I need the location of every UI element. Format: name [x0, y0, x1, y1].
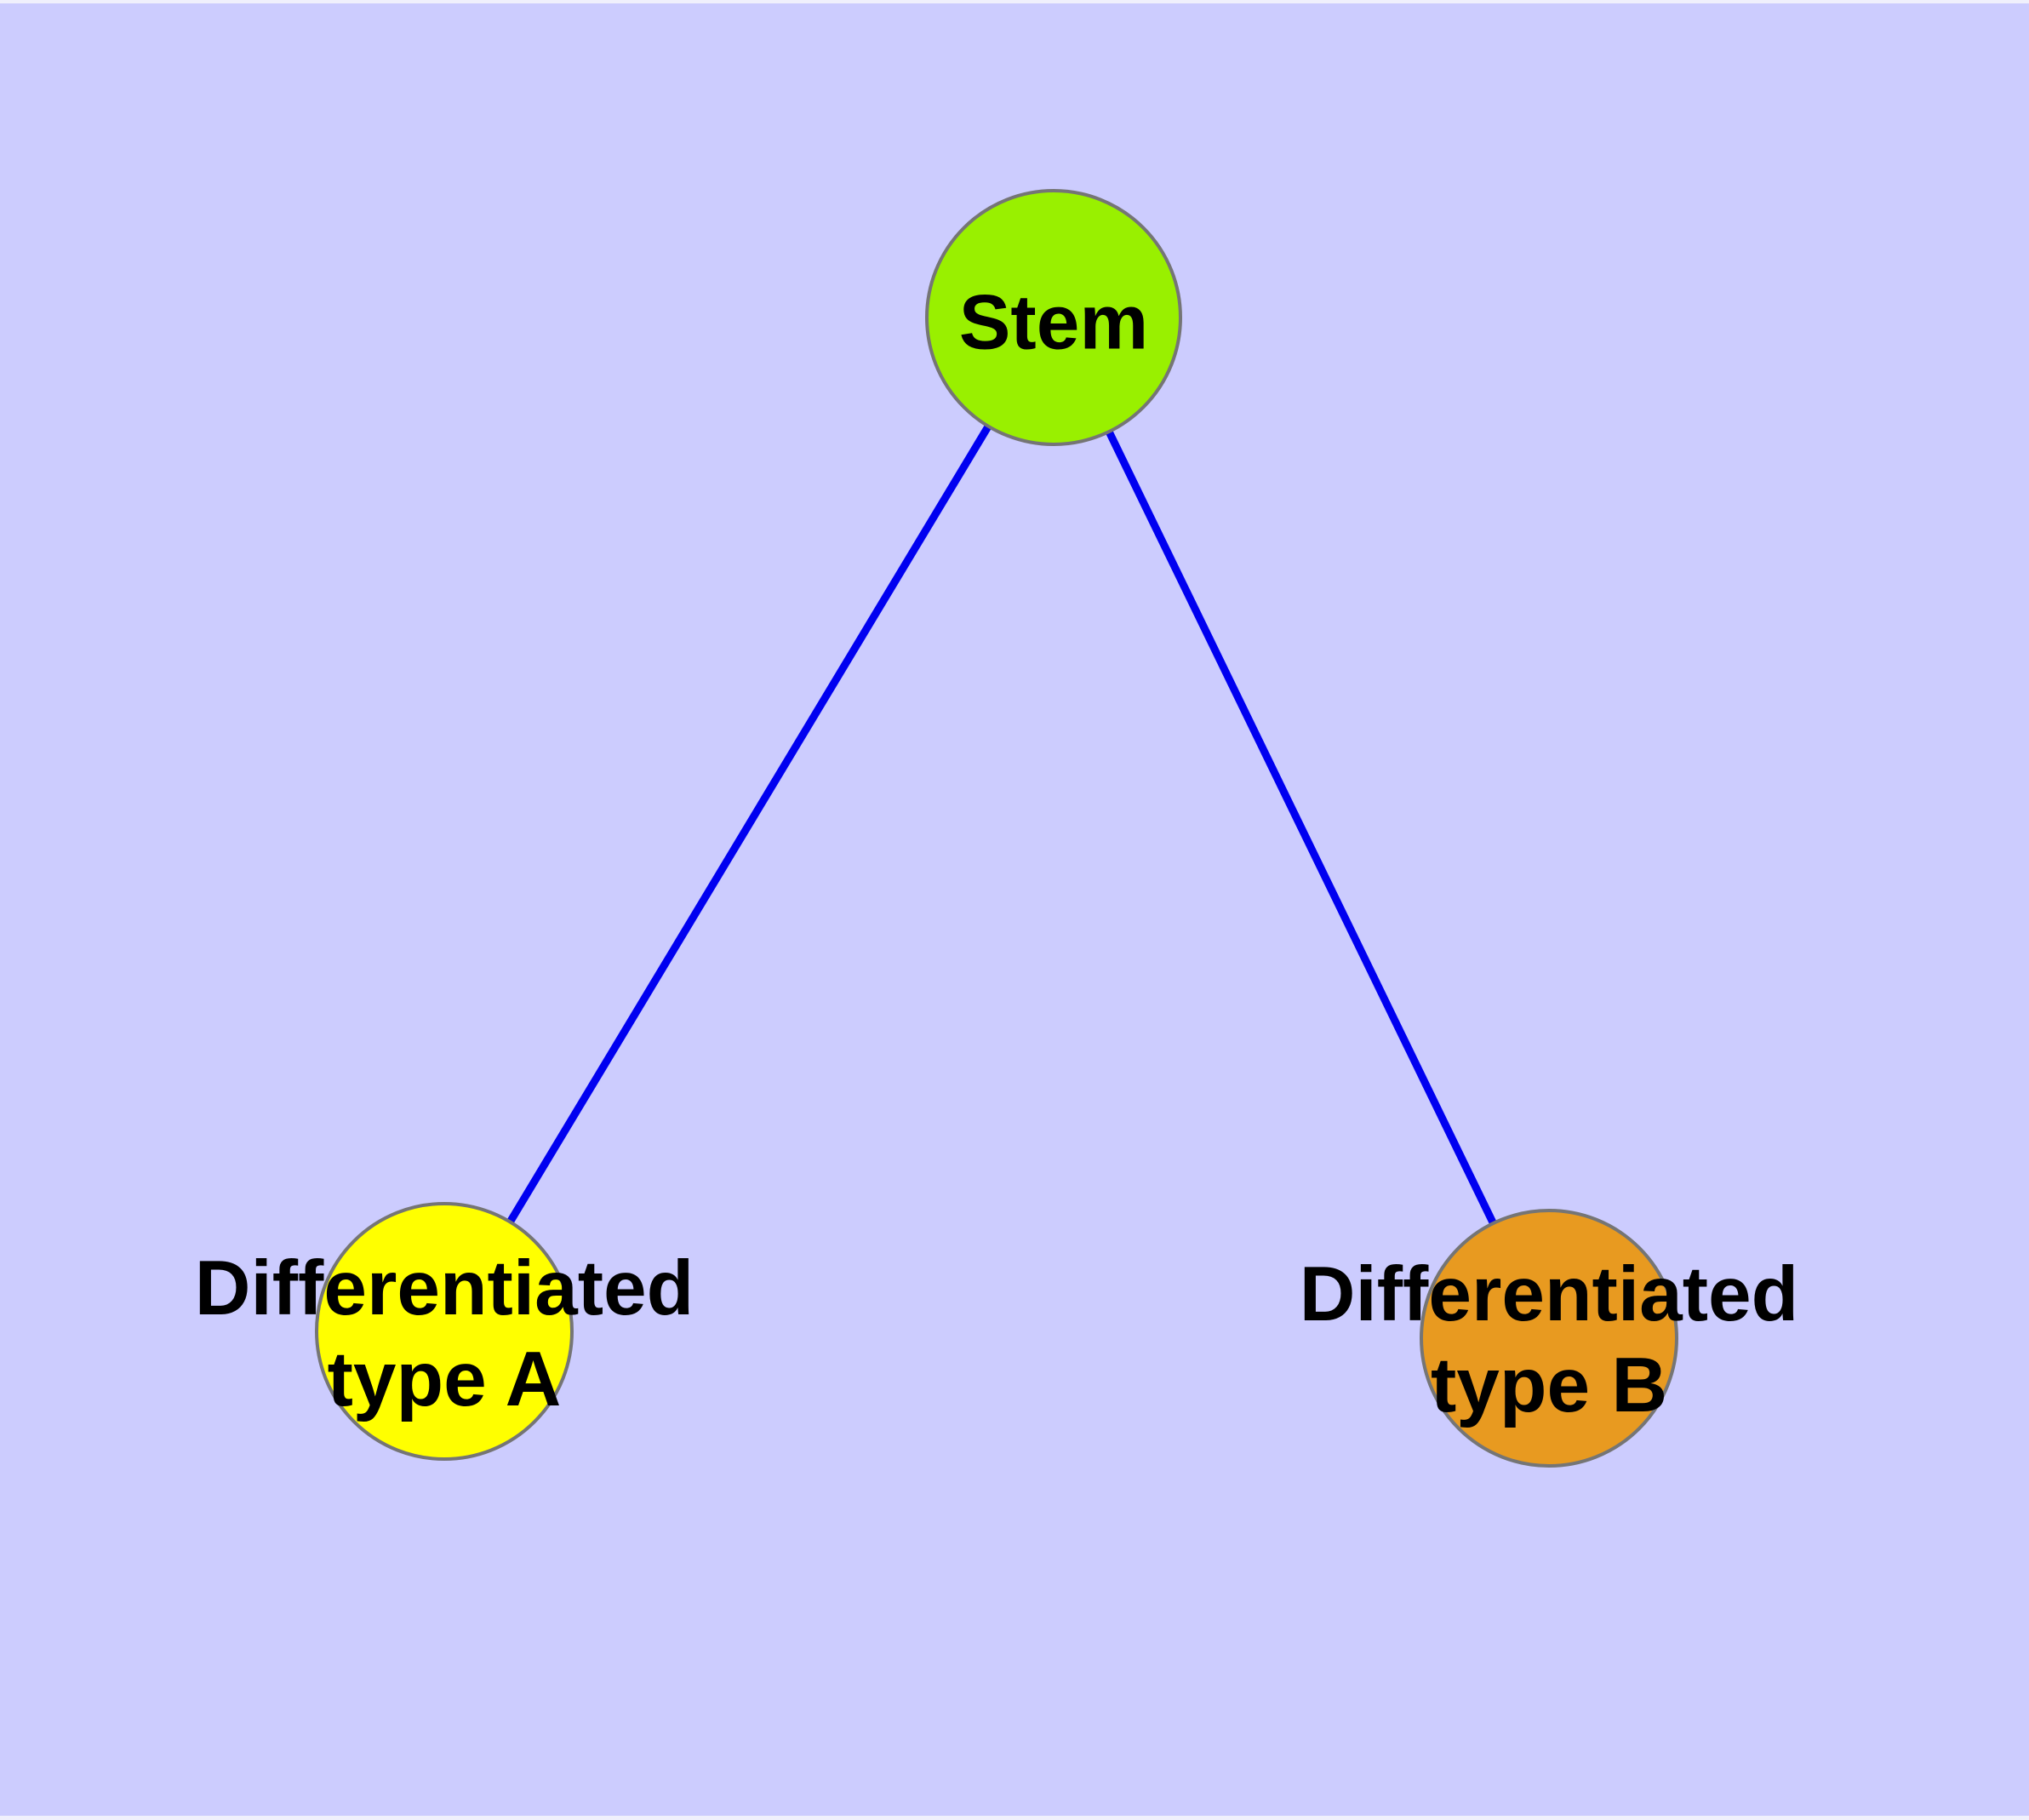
node-differentiated-type-a-circle — [315, 1202, 574, 1461]
node-differentiated-type-b-label: Differentiated type B — [1299, 1251, 1799, 1428]
node-differentiated-type-b-circle — [1420, 1209, 1678, 1468]
canvas-top-edge — [0, 0, 2029, 3]
edge-stem-to-type-b — [1049, 316, 1553, 1340]
node-differentiated-type-a-label: Differentiated type A — [194, 1245, 694, 1422]
node-stem-label: Stem — [958, 279, 1149, 366]
canvas-bottom-edge — [0, 1816, 2029, 1820]
edge-stem-to-type-a — [441, 315, 1057, 1334]
node-stem-circle — [925, 189, 1182, 446]
